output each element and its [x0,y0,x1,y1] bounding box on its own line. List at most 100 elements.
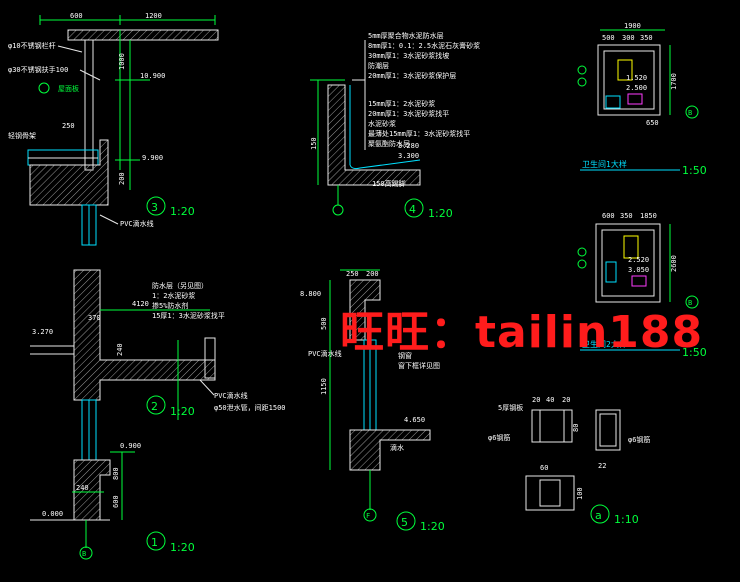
detail-4: 5mm厚聚合物水泥防水层 8mm厚1：0.1：2.5水泥石灰膏砂浆 30mm厚1… [310,31,480,220]
a-dim-20-2: 20 [562,396,570,404]
note-additive: 掺5%防水剂 [152,301,188,310]
note-4-3: 防潮层 [368,61,389,70]
t1-axis: B [688,109,692,117]
note-4-4: 20mm厚1：3水泥砂浆保护层 [368,71,456,80]
detail-5: 250 200 8.800 500 1150 PVC滴水线 钢窗 窗下框详见图 … [300,269,445,533]
detail-5-number: 5 [401,516,408,529]
dim-800: 800 [112,467,120,480]
axis-f: F [366,512,370,520]
detail-4-scale: 1:20 [428,207,453,220]
detail-a: 5厚钢板 φ6钢筋 φ6钢筋 20 40 20 80 22 60 100 a 1… [488,396,650,526]
t1-dim-650: 650 [646,119,659,127]
a-dim-22: 22 [598,462,606,470]
note-rebar-1: φ6钢筋 [488,433,510,442]
note-handrail: φ30不锈钢扶手100 [8,65,68,74]
svg-text:屋面板: 屋面板 [58,84,79,93]
dim-4120: 4120 [132,300,149,308]
note-waterproof: 防水层（另见图） [152,281,208,290]
note-4-1: 8mm厚1：0.1：2.5水泥石灰膏砂浆 [368,41,480,50]
note-4-7: 水泥砂浆 [368,119,396,128]
toilet-2-title: 卫生间2大样 [582,339,627,349]
detail-4-number: 4 [409,203,416,216]
detail-3: 600 1200 φ10不锈钢栏杆 φ30不锈钢扶手100 10.900 屋面板… [8,12,219,246]
note-4-9: 聚氨酯防水层 [368,139,410,148]
note-drain-pipe: φ50泄水管，间距1500 [214,403,286,412]
t1-dim-1700: 1700 [670,73,678,90]
note-screed: 15厚1：3水泥砂浆找平 [152,311,225,320]
note-pvc-drip-3: PVC滴水线 [120,219,154,228]
note-rail: φ10不锈钢栏杆 [8,41,56,50]
level-0000: 0.000 [42,510,63,518]
axis-b-1: B [82,550,86,558]
detail-2-number: 2 [151,400,158,413]
level-3280: 3.280 [398,142,419,150]
detail-a-scale: 1:10 [614,513,639,526]
note-steel-window: 钢窗 [398,351,412,360]
toilet-1-scale: 1:50 [682,164,707,177]
level-8800: 8.800 [300,290,321,298]
detail-a-number: a [595,509,602,522]
t2-dim-350: 350 [620,212,633,220]
dim-600: 600 [112,495,120,508]
a-dim-40: 40 [546,396,554,404]
dim-600: 600 [70,12,83,20]
toilet-2-scale: 1:50 [682,346,707,359]
t1-dim-500: 500 [602,34,615,42]
dim-200: 200 [118,172,126,185]
a-dim-80: 80 [572,424,580,432]
t2-dim-1850: 1850 [640,212,657,220]
note-pvc-drip-2: PVC滴水线 [214,391,248,400]
t2-level-2: 3.050 [628,266,649,274]
note-mortar-1-2: 1：2水泥砂浆 [152,291,195,300]
dim-4-150: 150 [310,137,318,150]
detail-3-scale: 1:20 [170,205,195,218]
toilet-1-title: 卫生间1大样 [582,159,627,169]
note-4-0: 5mm厚聚合物水泥防水层 [368,31,444,40]
level-0900: 0.900 [120,442,141,450]
note-steel-frame: 轻钢骨架 [8,131,36,140]
t1-level-2: 2.500 [626,84,647,92]
note-window-frame: 窗下框详见图 [398,361,440,370]
note-steel-plate: 5厚钢板 [498,403,523,412]
a-dim-20-1: 20 [532,396,540,404]
note-skirting: 150高踢脚 [372,179,406,188]
watermark-text: 旺旺：tailin188 [340,307,704,358]
dim-240: 240 [116,343,124,356]
dim-240: 240 [76,484,89,492]
level-10900: 10.900 [140,72,165,80]
a-dim-60: 60 [540,464,548,472]
detail-1-scale: 1:20 [170,541,195,554]
level-9900: 9.900 [142,154,163,162]
level-4650: 4.650 [404,416,425,424]
t2-dim-2600: 2600 [670,255,678,272]
a-dim-100: 100 [576,487,584,500]
toilet-1-plan: 1900 500 300 350 1.520 2.500 1700 650 B … [577,22,707,177]
detail-2-scale: 1:20 [170,405,195,418]
note-pvc-drip-5: PVC滴水线 [308,349,342,358]
detail-1-number: 1 [151,536,158,549]
t1-dim-300: 300 [622,34,635,42]
dim-250: 250 [62,122,75,130]
note-4-8: 最薄处15mm厚1：3水泥砂浆找平 [368,129,470,138]
toilet-2-plan: 600 350 1850 2.520 3.050 2600 B 卫生间2大样 1… [577,212,707,359]
t2-axis: B [688,299,692,307]
dim-370: 370 [88,314,101,322]
dim-1000: 1000 [118,53,126,70]
detail-1: 0.000 0.900 800 600 240 B 1 1:20 [30,442,195,560]
note-4-2: 30mm厚1：3水泥砂浆找坡 [368,51,449,60]
t1-dim-1900: 1900 [624,22,641,30]
note-4-5: 15mm厚1：2水泥砂浆 [368,99,435,108]
detail-3-number: 3 [151,201,158,214]
dim-5-500: 500 [320,317,328,330]
note-drip: 滴水 [390,443,404,452]
t1-dim-350: 350 [640,34,653,42]
dim-5-1150: 1150 [320,378,328,395]
detail-2: 3.270 4120 防水层（另见图） 1：2水泥砂浆 掺5%防水剂 15厚1：… [30,269,286,461]
dim-1200: 1200 [145,12,162,20]
detail-5-scale: 1:20 [420,520,445,533]
note-4-6: 20mm厚1：3水泥砂浆找平 [368,109,449,118]
t2-dim-600: 600 [602,212,615,220]
dim-5-250: 250 [346,270,359,278]
note-rebar-2: φ6钢筋 [628,435,650,444]
